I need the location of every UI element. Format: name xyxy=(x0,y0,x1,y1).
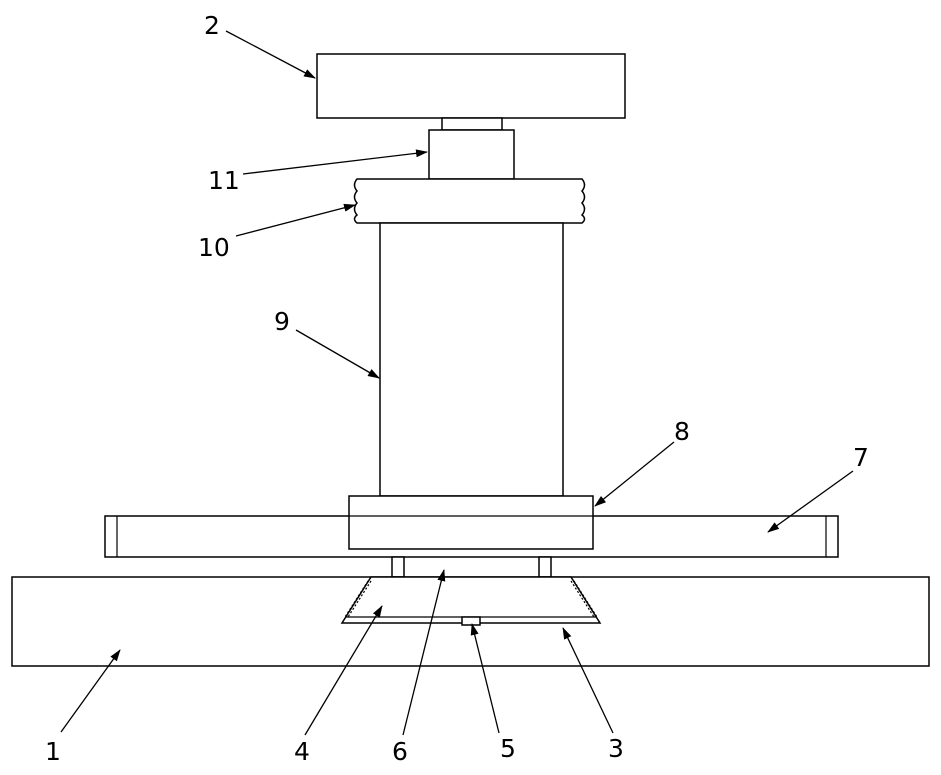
callout-8: 8 xyxy=(674,417,690,446)
leader-10 xyxy=(235,203,356,237)
callout-5: 5 xyxy=(500,734,516,763)
cone-left-hatch xyxy=(344,580,372,618)
collar-block-part-8 xyxy=(348,495,594,550)
cone-part-3 xyxy=(340,576,602,624)
leader-8 xyxy=(594,441,675,507)
leader-4 xyxy=(304,605,383,736)
callout-1: 1 xyxy=(45,737,61,766)
callout-6: 6 xyxy=(392,737,408,766)
callout-7: 7 xyxy=(853,443,869,472)
right-leg xyxy=(538,556,552,578)
leader-1 xyxy=(60,649,121,733)
callout-10: 10 xyxy=(198,233,230,262)
leader-5 xyxy=(470,623,500,734)
leader-11 xyxy=(242,149,428,175)
upper-block-part-11 xyxy=(428,129,515,180)
cone-right-hatch xyxy=(570,580,598,618)
top-block-part-2 xyxy=(316,53,626,119)
callout-4: 4 xyxy=(294,737,310,766)
leader-6 xyxy=(402,569,446,736)
leader-9 xyxy=(295,329,380,379)
callout-9: 9 xyxy=(274,307,290,336)
center-piece-part-5 xyxy=(461,616,481,626)
callout-3: 3 xyxy=(608,734,624,763)
leader-3 xyxy=(562,627,614,734)
callout-11: 11 xyxy=(208,166,240,195)
neck-connector xyxy=(441,117,503,131)
callout-2: 2 xyxy=(204,11,220,40)
leader-2 xyxy=(225,30,316,79)
column-part-9 xyxy=(379,222,564,497)
leader-7 xyxy=(767,470,854,533)
left-leg xyxy=(391,556,405,578)
broken-plate-part-10 xyxy=(353,178,586,224)
